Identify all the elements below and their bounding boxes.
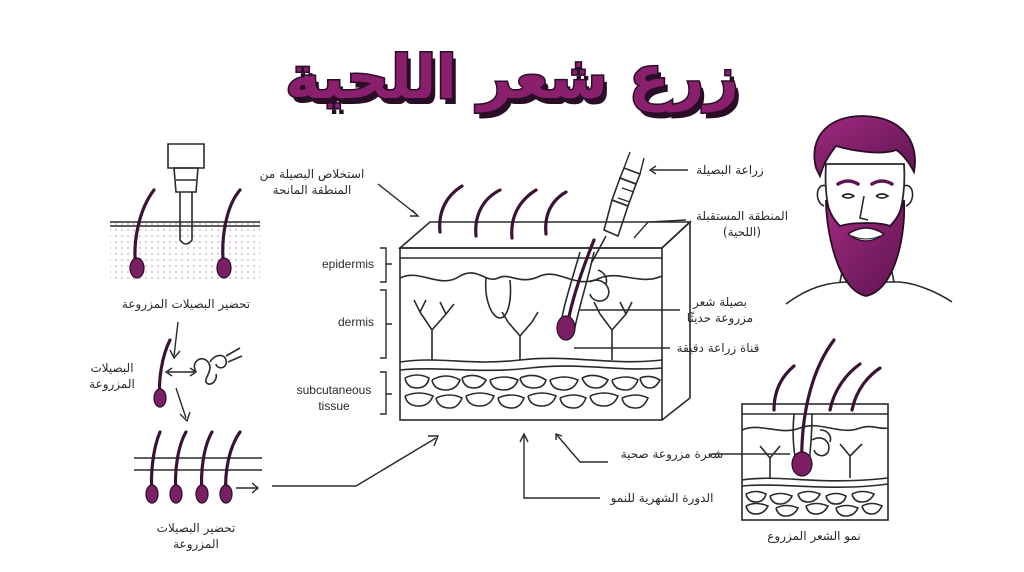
label-recipient-line1: المنطقة المستقبلة (696, 209, 788, 223)
leader-extraction (377, 183, 417, 215)
graft-illustration (153, 338, 243, 408)
bearded-man-illustration (785, 115, 953, 305)
graft-row-illustration (134, 430, 262, 504)
label-hair-growth: نمو الشعر المزروع (767, 529, 861, 544)
label-new-bulb-line2: مزروعة حديثًا (687, 311, 753, 326)
label-new-bulb-line1: بصيلة شعر (692, 295, 747, 310)
label-dermis: dermis (338, 315, 374, 329)
label-epidermis: epidermis (322, 257, 374, 271)
label-prep-grafts-bottom-line2: المزروعة (173, 537, 219, 552)
page-title: زرع شعر اللحية زرع شعر اللحية (284, 42, 743, 120)
svg-text:زرع شعر اللحية: زرع شعر اللحية (285, 43, 739, 113)
label-grafts-line2: المزروعة (89, 377, 135, 392)
label-extraction-line2: المنطقة المانحة (273, 183, 352, 197)
label-micro-channel: قناة زراعة دقيقة (677, 341, 760, 356)
label-prep-grafts-top: تحضير البصيلات المزروعة (122, 297, 250, 312)
label-grafts-line1: البصيلات (90, 361, 133, 375)
label-growth-cycle: الدورة الشهرية للنمو (610, 491, 714, 506)
donor-extraction-illustration (110, 143, 260, 282)
label-bulb-transplant: زراعة البصيلة (696, 163, 764, 178)
svg-text:زرع شعر اللحية: زرع شعر اللحية (289, 49, 743, 119)
grown-hair-illustration (741, 338, 889, 521)
label-prep-grafts-bottom-line1: تحضير البصيلات (157, 521, 236, 536)
label-subcutaneous-line1: subcutaneous (297, 383, 372, 397)
label-extraction-line1: استخلاص البصيلة من (260, 167, 365, 182)
label-recipient-line2: (اللحية) (723, 225, 761, 239)
label-healthy-hair: شعرة مزروعة صحية (621, 447, 724, 462)
implanter-needle-icon (591, 151, 645, 263)
skin-cross-section (397, 151, 693, 421)
label-subcutaneous-line2: tissue (318, 399, 350, 413)
